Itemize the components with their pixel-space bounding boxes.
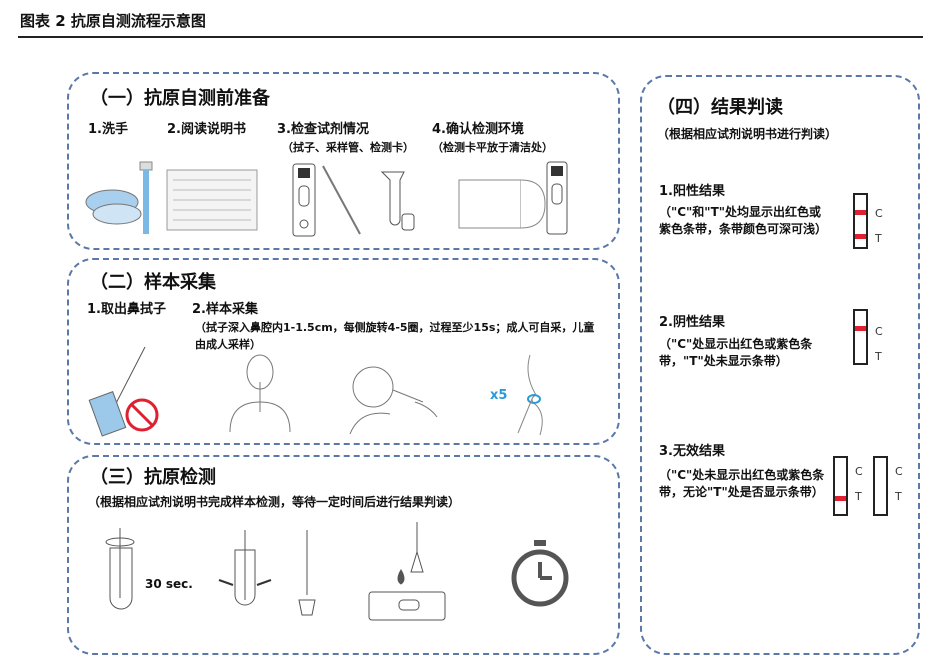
step-label: 1.取出鼻拭子: [87, 302, 166, 317]
section-title: （一）抗原自测前准备: [90, 88, 270, 109]
test-environment-icon: [458, 161, 568, 235]
adult-sampling-icon: [229, 354, 291, 433]
step-label: 2.样本采集: [192, 302, 258, 317]
step-label: 1.洗手: [88, 122, 128, 137]
result-desc-negative: （"C"处显示出红色或紫色条带，"T"处未显示条带）: [659, 337, 813, 368]
result-title-negative: 2.阴性结果: [659, 315, 725, 330]
test-band: [855, 234, 866, 239]
section-preparation: [67, 72, 620, 250]
step-label: 4.确认检测环境: [432, 122, 524, 137]
control-band: [855, 210, 866, 215]
tube-stir-icon: [105, 528, 135, 610]
section-subtitle: （根据相应试剂说明书进行判读）: [657, 127, 838, 141]
duration-label: 30 sec.: [145, 577, 193, 591]
child-sampling-icon: [349, 366, 438, 435]
section-sample-collection: [67, 258, 620, 445]
timer-icon: [511, 540, 569, 607]
c-label: C: [855, 465, 863, 478]
step-note: （检测卡平放于清洁处）: [432, 141, 553, 154]
rotation-count: x5: [490, 388, 508, 403]
swab-removal-icon: [88, 346, 159, 437]
hand-washing-icon: [85, 161, 153, 234]
figure-title: 图表 2 抗原自测流程示意图: [20, 12, 206, 30]
step-label: 2.阅读说明书: [167, 122, 246, 137]
negative-test-strip: [853, 309, 868, 365]
nose-rotation-icon: [517, 354, 543, 436]
tube-cap-icon: [298, 530, 316, 616]
step-note: （根据相应试剂说明书完成样本检测，等待一定时间后进行结果判读）: [88, 495, 461, 509]
section-title: （三）抗原检测: [90, 467, 216, 488]
step-label: 3.检查试剂情况: [277, 122, 369, 137]
invalid-test-strip-blank: [873, 456, 888, 516]
c-label: C: [875, 207, 883, 220]
test-kit-icon: [292, 163, 415, 237]
test-band: [835, 496, 846, 501]
result-title-positive: 1.阳性结果: [659, 184, 725, 199]
drop-sample-icon: [368, 522, 446, 621]
result-desc-positive: （"C"和"T"处均显示出红色或紫色条带，条带颜色可深可浅）: [659, 205, 828, 236]
invalid-test-strip-t-only: [833, 456, 848, 516]
squeeze-tube-icon: [218, 530, 272, 606]
instruction-sheet-icon: [166, 169, 258, 231]
t-label: T: [875, 232, 882, 245]
section-title: （二）样本采集: [90, 272, 216, 293]
control-band: [855, 326, 866, 331]
c-label: C: [875, 325, 883, 338]
section-title: （四）结果判读: [657, 97, 783, 118]
title-divider: [18, 36, 923, 38]
step-note: （拭子、采样管、检测卡）: [282, 141, 414, 154]
step-note: （拭子深入鼻腔内1-1.5cm，每侧旋转4-5圈，过程至少15s；成人可自采，儿…: [195, 321, 595, 351]
positive-test-strip: [853, 193, 868, 249]
c-label: C: [895, 465, 903, 478]
t-label: T: [895, 490, 902, 503]
result-title-invalid: 3.无效结果: [659, 444, 725, 459]
t-label: T: [875, 350, 882, 363]
t-label: T: [855, 490, 862, 503]
result-desc-invalid: （"C"处未显示出红色或紫色条带，无论"T"处是否显示条带）: [659, 468, 825, 499]
